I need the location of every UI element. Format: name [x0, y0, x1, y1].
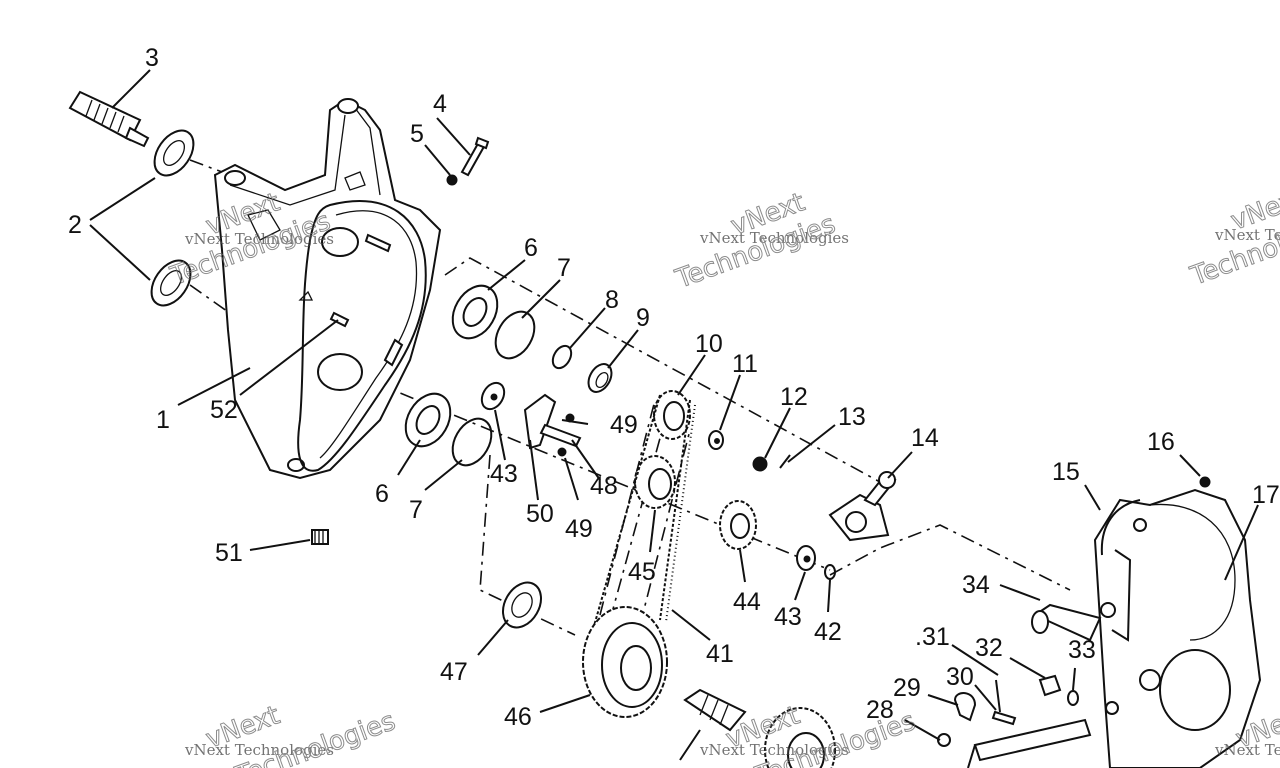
part-8-washer [551, 344, 573, 370]
part-4-bolt [460, 136, 490, 177]
callout-11: 11 [732, 350, 758, 378]
part-3-splined-shaft [68, 90, 150, 148]
callout-50: 50 [526, 500, 554, 528]
callout-13: 13 [838, 403, 866, 431]
part-31-pin [995, 679, 1001, 713]
part-11-washer [708, 430, 724, 450]
callout-31: .31 [915, 623, 950, 651]
part-46-large-sprocket [582, 606, 668, 718]
part-34-sleeve [1031, 603, 1102, 642]
callout-49-upper: 49 [610, 411, 638, 439]
part-50-tensioner-block [523, 393, 582, 457]
part-15-gasket [1100, 499, 1141, 556]
callout-28: 28 [866, 696, 894, 724]
callout-2: 2 [68, 211, 82, 239]
callout-17: 17 [1252, 481, 1280, 509]
watermark-text: vNext Technologies [1214, 741, 1280, 759]
callout-1: 1 [156, 406, 170, 434]
part-51-plug [311, 529, 329, 545]
part-6-upper-bearing [451, 284, 499, 340]
part-1-chaincase-housing [213, 98, 442, 480]
callout-5: 5 [410, 120, 424, 148]
callout-7-lower: 7 [409, 496, 423, 524]
lower-sprocket-partial [764, 707, 836, 768]
part-6-lower-bearing [404, 392, 452, 448]
watermark-text: vNext Technologies [699, 741, 849, 759]
part-45-middle-sprocket [634, 455, 676, 509]
part-32-pin [1038, 674, 1062, 697]
part-44-gear [719, 500, 757, 550]
part-43-upper-washer [480, 381, 506, 411]
callout-6-upper: 6 [524, 234, 538, 262]
part-2-seals [150, 129, 195, 307]
callout-46: 46 [504, 703, 532, 731]
callout-43-upper: 43 [490, 460, 518, 488]
callout-49-lower: 49 [565, 515, 593, 543]
watermark-text: vNext Technologies [184, 230, 334, 248]
callout-47: 47 [440, 658, 468, 686]
callout-45: 45 [628, 558, 656, 586]
callout-4: 4 [433, 90, 447, 118]
part-29-bracket [953, 692, 977, 722]
callout-42: 42 [814, 618, 842, 646]
part-10-upper-sprocket [653, 390, 691, 440]
callout-9: 9 [636, 304, 650, 332]
callout-labels: 3 4 5 2 6 7 8 9 10 11 12 13 14 16 15 17 … [68, 44, 1280, 731]
part-30-clip [991, 710, 1017, 726]
callout-34: 34 [962, 571, 990, 599]
callout-10: 10 [695, 330, 723, 358]
callout-41: 41 [706, 640, 734, 668]
leader-lines [89, 69, 1259, 761]
part-43-lower-washer [796, 545, 816, 571]
part-16-screw [1199, 476, 1211, 488]
callout-6-lower: 6 [375, 480, 389, 508]
callout-3: 3 [145, 44, 159, 72]
callout-48: 48 [590, 472, 618, 500]
part-46-output-shaft [683, 688, 747, 732]
callout-33: 33 [1068, 636, 1096, 664]
part-14-tension-lever [828, 471, 897, 542]
part-33-oring [1067, 690, 1079, 706]
callout-29: 29 [893, 674, 921, 702]
callout-7-upper: 7 [557, 254, 571, 282]
callout-15: 15 [1052, 458, 1080, 486]
watermark-text: vNext Technologies [1214, 226, 1280, 244]
part-42-ring [824, 564, 836, 580]
part-9-spacer [587, 363, 613, 393]
lower-right-shaft [967, 718, 1092, 768]
callout-32: 32 [975, 634, 1003, 662]
callout-30: 30 [946, 663, 974, 691]
centerlines [189, 159, 1071, 636]
part-7-lower-oring [451, 417, 493, 467]
callout-52: 52 [210, 396, 238, 424]
watermark-text: vNext Technologies [184, 741, 334, 759]
part-17-cover-housing [1093, 488, 1262, 768]
callout-16: 16 [1147, 428, 1175, 456]
callout-8: 8 [605, 286, 619, 314]
part-13-cotter-pin [779, 454, 791, 469]
callout-14: 14 [911, 424, 939, 452]
callout-12: 12 [780, 383, 808, 411]
callout-51: 51 [215, 539, 243, 567]
watermark-text: vNext Technologies [699, 229, 849, 247]
part-41-chain [589, 394, 696, 641]
callout-44: 44 [733, 588, 761, 616]
part-47-thrust-washer [502, 581, 542, 629]
part-5-nut [446, 174, 458, 186]
part-12-nut [752, 456, 768, 472]
callout-43-lower: 43 [774, 603, 802, 631]
